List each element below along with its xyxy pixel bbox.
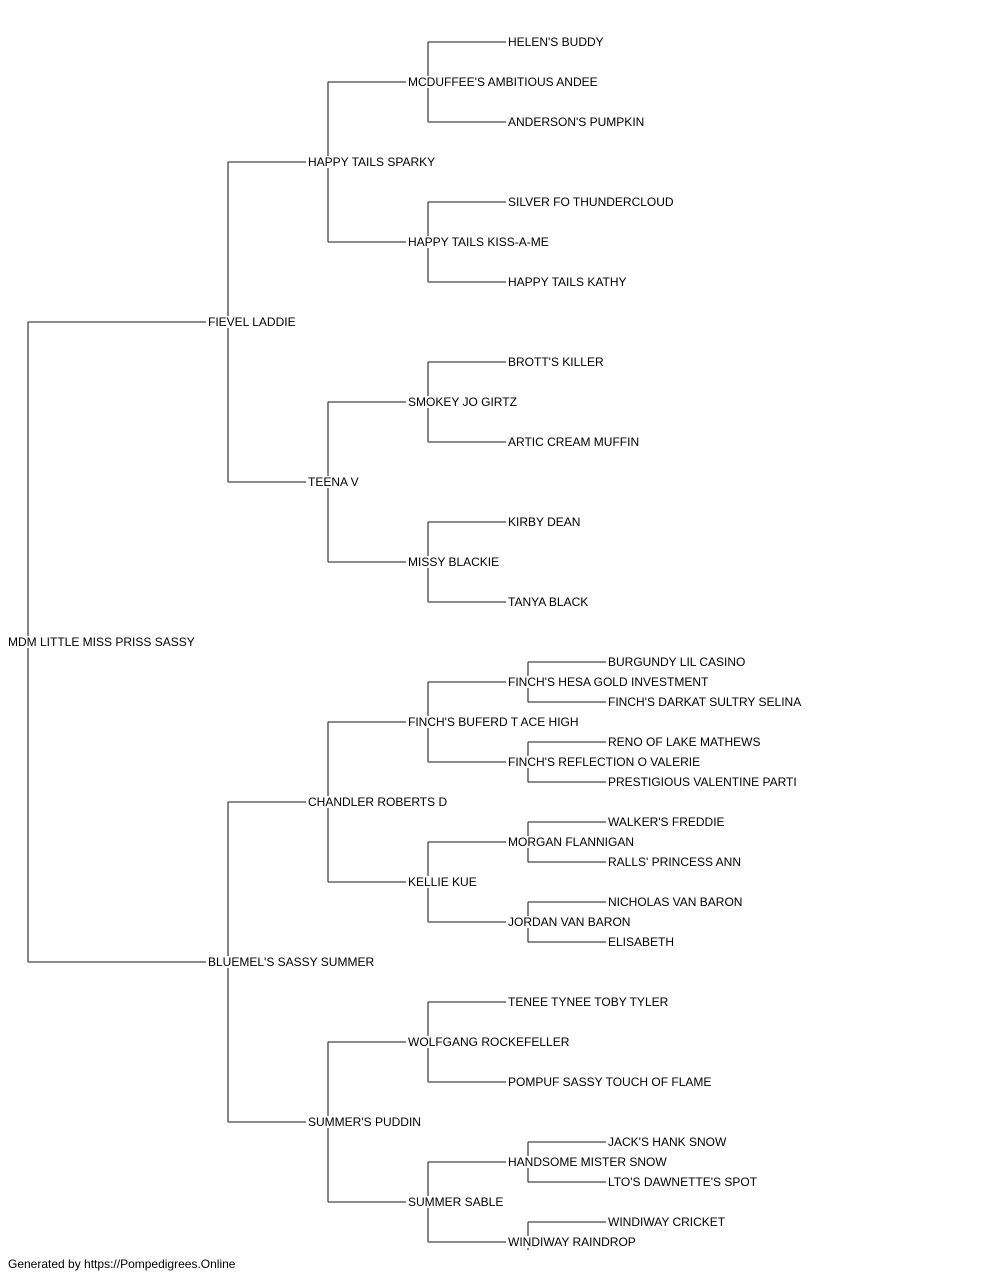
- ancestor-name: SMOKEY JO GIRTZ: [408, 395, 517, 409]
- ancestor-name: KELLIE KUE: [408, 875, 477, 889]
- ancestor-name: TENEE TYNEE TOBY TYLER: [508, 995, 669, 1009]
- ancestor-name: TANYA BLACK: [508, 595, 588, 609]
- ancestor-name: NICHOLAS VAN BARON: [608, 895, 742, 909]
- pedigree-tree: MDM LITTLE MISS PRISS SASSY FIEVEL LADDIE…: [8, 35, 801, 1250]
- ancestor-name: BROTT'S KILLER: [508, 355, 604, 369]
- ancestor-name: RENO OF LAKE MATHEWS: [608, 735, 760, 749]
- ancestor-name: FINCH'S DARKAT SULTRY SELINA: [608, 695, 801, 709]
- ancestor-name: KIRBY DEAN: [508, 515, 580, 529]
- ancestor-name: RALLS' PRINCESS ANN: [608, 855, 741, 869]
- ancestor-name: BLUEMEL'S SASSY SUMMER: [208, 955, 374, 969]
- ancestor-name: WOLFGANG ROCKEFELLER: [408, 1035, 570, 1049]
- ancestor-name: SILVER FO THUNDERCLOUD: [508, 195, 674, 209]
- ancestor-name: HAPPY TAILS KISS-A-ME: [408, 235, 549, 249]
- ancestor-name: BURGUNDY LIL CASINO: [608, 655, 745, 669]
- ancestor-name: JORDAN VAN BARON: [508, 915, 630, 929]
- subject-name: MDM LITTLE MISS PRISS SASSY: [8, 635, 195, 649]
- ancestor-name: PRESTIGIOUS VALENTINE PARTI: [608, 775, 797, 789]
- ancestor-name: HAPPY TAILS KATHY: [508, 275, 627, 289]
- ancestor-name: FINCH'S BUFERD T ACE HIGH: [408, 715, 579, 729]
- ancestor-name: MCDUFFEE'S AMBITIOUS ANDEE: [408, 75, 598, 89]
- pedigree-labels: MDM LITTLE MISS PRISS SASSY FIEVEL LADDIE…: [8, 35, 801, 1249]
- footer-credit: Generated by https://Pompedigrees.Online: [8, 1257, 236, 1271]
- ancestor-name: FINCH'S REFLECTION O VALERIE: [508, 755, 700, 769]
- ancestor-name: ARTIC CREAM MUFFIN: [508, 435, 639, 449]
- ancestor-name: WINDIWAY RAINDROP: [508, 1235, 636, 1249]
- ancestor-name: HAPPY TAILS SPARKY: [308, 155, 435, 169]
- ancestor-name: CHANDLER ROBERTS D: [308, 795, 447, 809]
- ancestor-name: MISSY BLACKIE: [408, 555, 499, 569]
- ancestor-name: ELISABETH: [608, 935, 674, 949]
- ancestor-name: JACK'S HANK SNOW: [608, 1135, 727, 1149]
- ancestor-name: HANDSOME MISTER SNOW: [508, 1155, 667, 1169]
- ancestor-name: FINCH'S HESA GOLD INVESTMENT: [508, 675, 709, 689]
- ancestor-name: SUMMER SABLE: [408, 1195, 503, 1209]
- ancestor-name: WALKER'S FREDDIE: [608, 815, 725, 829]
- ancestor-name: SUMMER'S PUDDIN: [308, 1115, 421, 1129]
- ancestor-name: POMPUF SASSY TOUCH OF FLAME: [508, 1075, 711, 1089]
- ancestor-name: WINDIWAY CRICKET: [608, 1215, 726, 1229]
- ancestor-name: ANDERSON'S PUMPKIN: [508, 115, 644, 129]
- pedigree-connectors: [27, 41, 606, 1250]
- ancestor-name: LTO'S DAWNETTE'S SPOT: [608, 1175, 758, 1189]
- ancestor-name: FIEVEL LADDIE: [208, 315, 296, 329]
- ancestor-name: HELEN'S BUDDY: [508, 35, 604, 49]
- ancestor-name: MORGAN FLANNIGAN: [508, 835, 634, 849]
- ancestor-name: TEENA V: [308, 475, 359, 489]
